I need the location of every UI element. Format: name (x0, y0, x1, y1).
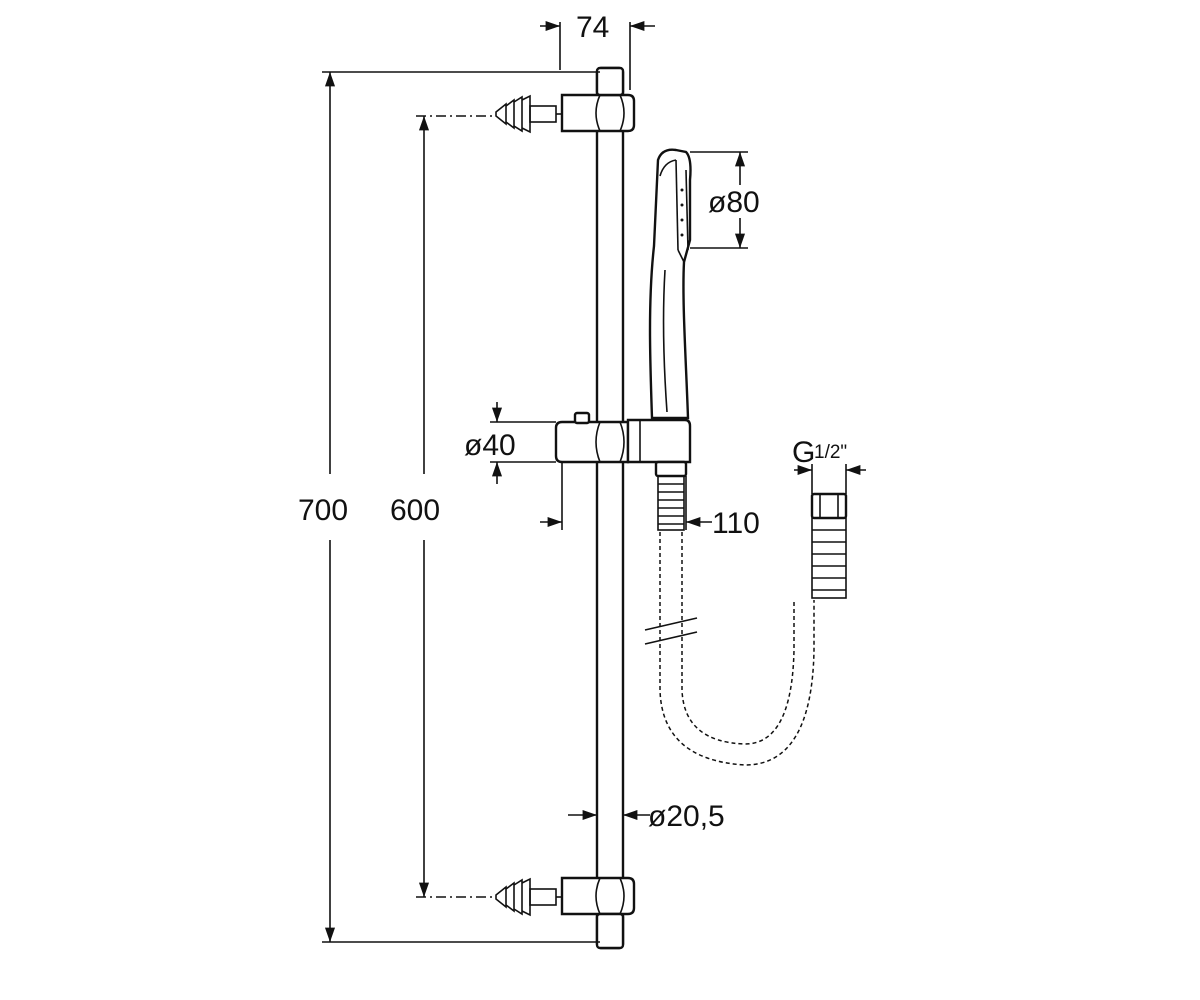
dimension-110: 110 (540, 462, 760, 540)
bottom-wall-plug (495, 877, 562, 917)
dimension-700-label: 700 (298, 494, 348, 527)
dimension-g-fraction: 1/2" (814, 442, 847, 463)
dimension-g-label: G (792, 436, 815, 469)
dimension-o40-label: ø40 (464, 429, 516, 462)
hose-end-connection (810, 492, 848, 599)
dimension-600-label: 600 (390, 494, 440, 527)
dimension-o80: ø80 (690, 151, 760, 249)
top-wall-plug (495, 94, 562, 134)
hand-shower (648, 148, 692, 420)
dimension-700: 700 (298, 71, 600, 943)
dimension-74-label: 74 (576, 11, 609, 44)
bottom-wall-bracket (560, 876, 636, 950)
dimension-g-half-inch: G 1/2" (792, 436, 866, 494)
top-wall-bracket (560, 66, 636, 133)
shower-hose (644, 532, 815, 766)
dimension-110-label: 110 (712, 507, 760, 540)
sliding-holder (554, 411, 692, 464)
dimension-74: 74 (540, 11, 655, 90)
slide-bar (595, 66, 625, 950)
dimension-o20-5: ø20,5 (568, 800, 725, 833)
hose-nut-top (654, 460, 688, 531)
dimension-o40: ø40 (464, 402, 556, 484)
dimension-o20-5-label: ø20,5 (648, 800, 725, 833)
dimension-600: 600 (390, 115, 496, 898)
dimension-o80-label: ø80 (708, 186, 760, 219)
